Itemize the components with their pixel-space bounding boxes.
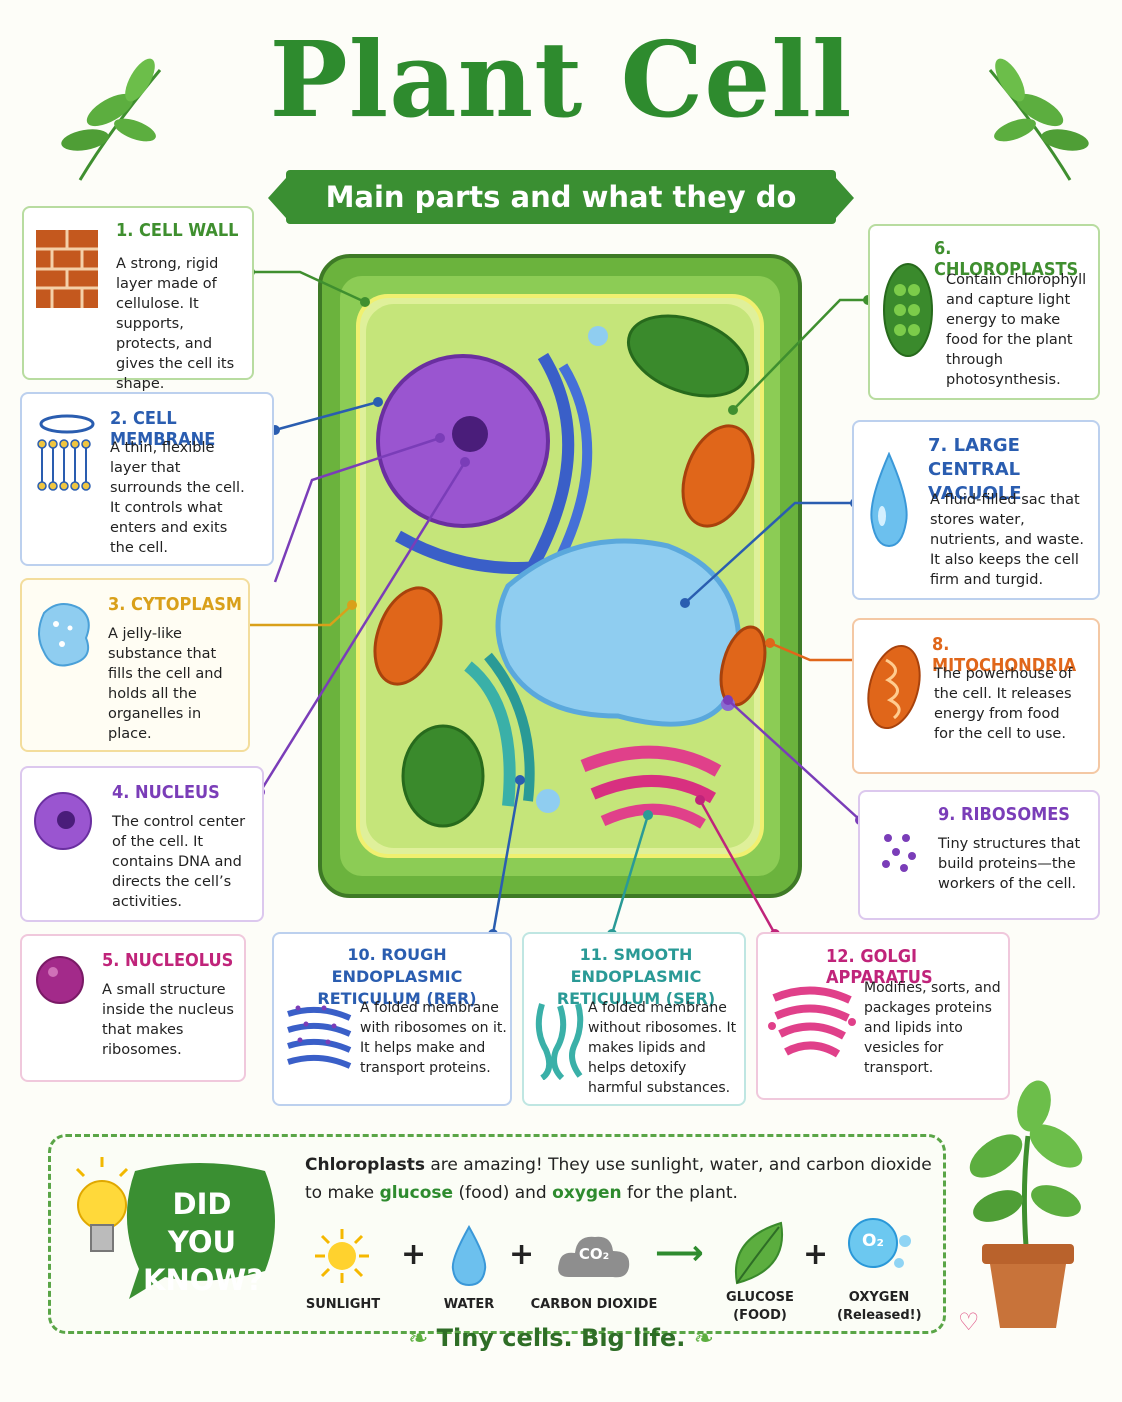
arrow-icon: ⟶ xyxy=(655,1233,704,1273)
label-carbon-dioxide: CARBON DIOXIDE xyxy=(530,1297,658,1312)
speech-bubble xyxy=(126,1163,276,1299)
card-mitochondria: 8. MITOCHONDRIA The powerhouse of the ce… xyxy=(852,618,1100,774)
card-text: Tiny structures that build proteins—the … xyxy=(938,836,1081,892)
card-heading: 1. CELL WALL xyxy=(116,220,239,241)
card-text: A strong, rigid layer made of cellulose.… xyxy=(116,256,235,392)
card-cell-wall: 1. CELL WALL A strong, rigid layer made … xyxy=(22,206,254,392)
card-golgi: 12. GOLGI APPARATUS Modifies, sorts, and… xyxy=(756,932,1010,1100)
card-cytoplasm: 3. CYTOPLASM A jelly-like substance that… xyxy=(20,578,250,752)
fact-text: are amazing! They use sunlight, water, a… xyxy=(424,1155,932,1175)
subtitle-banner: Main parts and what they do xyxy=(268,170,854,224)
co2-label: CO₂ xyxy=(578,1245,610,1263)
card-nucleolus: 5. NUCLEOLUS A small structure inside th… xyxy=(20,934,246,1082)
fact-text: to make xyxy=(305,1183,380,1203)
card-vacuole: 7. LARGE CENTRAL VACUOLE A fluid-filled … xyxy=(852,420,1100,600)
card-rough-er: 10. ROUGH ENDOPLASMIC RETICULUM (RER) A … xyxy=(272,932,512,1106)
label-sunlight: SUNLIGHT xyxy=(305,1297,381,1312)
nucleus-icon xyxy=(34,792,92,850)
fact-line-2: to make glucose (food) and oxygen for th… xyxy=(305,1183,738,1203)
card-text: A jelly-like substance that fills the ce… xyxy=(108,626,223,742)
card-text: A fluid-filled sac that stores water, nu… xyxy=(930,492,1085,588)
card-text: A folded membrane with ribosomes on it. … xyxy=(360,1000,507,1076)
rough-er-icon xyxy=(287,1005,352,1069)
card-text: A small structure inside the nucleus tha… xyxy=(102,982,234,1058)
leaf-sprig-left-icon xyxy=(61,58,162,181)
lightbulb-icon xyxy=(75,1157,129,1252)
leaf-icon: ❧ xyxy=(693,1324,714,1352)
fact-text: (food) and xyxy=(453,1183,553,1203)
water-drop-icon xyxy=(870,452,908,548)
card-heading: 5. NUCLEOLUS xyxy=(102,950,234,971)
ribosome-dots-icon xyxy=(882,834,916,872)
jelly-blob-icon xyxy=(38,603,90,667)
did-you-know-badge: DID YOU KNOW? xyxy=(143,1187,264,1297)
o2-label: O₂ xyxy=(862,1231,884,1251)
card-heading: 6. CHLOROPLASTS xyxy=(934,238,1079,280)
fact-oxygen: oxygen xyxy=(552,1183,622,1203)
card-text: The control center of the cell. It conta… xyxy=(112,814,246,910)
card-text: Contain chlorophyll and capture light en… xyxy=(946,272,1087,388)
card-heading: 2. CELL MEMBRANE xyxy=(110,408,216,450)
water-drop-icon xyxy=(451,1225,487,1287)
page-title: Plant Cell xyxy=(269,18,853,141)
leaf-icon xyxy=(735,1221,783,1285)
fact-text: for the plant. xyxy=(621,1183,738,1203)
card-smooth-er: 11. SMOOTH ENDOPLASMIC RETICULUM (SER) A… xyxy=(522,932,746,1106)
card-nucleus: 4. NUCLEUS The control center of the cel… xyxy=(20,766,264,922)
plus-sign: + xyxy=(803,1237,829,1272)
phospholipid-bilayer-icon xyxy=(37,414,95,491)
heart-icon: ♡ xyxy=(958,1308,980,1336)
fact-glucose: glucose xyxy=(379,1183,454,1203)
cloud-icon xyxy=(558,1236,630,1278)
brick-wall-icon xyxy=(36,230,98,308)
label-glucose: GLUCOSE (FOOD) xyxy=(726,1290,794,1323)
leaf-icon: ❧ xyxy=(408,1324,429,1352)
card-heading: 11. SMOOTH ENDOPLASMIC RETICULUM (SER) xyxy=(556,945,716,1008)
card-heading: 4. NUCLEUS xyxy=(112,782,220,803)
sun-icon xyxy=(315,1229,369,1283)
footer-text: Tiny cells. Big life. xyxy=(436,1324,686,1352)
potted-plant-icon xyxy=(969,1080,1083,1328)
card-heading: 7. LARGE CENTRAL VACUOLE xyxy=(928,435,1022,504)
footer-tagline: ❧ Tiny cells. Big life. ❧ xyxy=(0,1324,1122,1352)
card-text: The powerhouse of the cell. It releases … xyxy=(934,666,1073,742)
plus-sign: + xyxy=(401,1237,427,1272)
card-text: A folded membrane without ribosomes. It … xyxy=(588,1000,737,1096)
card-heading: 10. ROUGH ENDOPLASMIC RETICULUM (RER) xyxy=(317,945,477,1008)
fact-line-1: Chloroplasts are amazing! They use sunli… xyxy=(305,1155,932,1175)
card-text: Modifies, sorts, and packages proteins a… xyxy=(864,980,1001,1076)
label-water: WATER xyxy=(443,1297,495,1312)
nucleolus-icon xyxy=(36,956,84,1004)
card-heading: 8. MITOCHONDRIA xyxy=(932,634,1077,676)
card-ribosomes: 9. RIBOSOMES Tiny structures that build … xyxy=(858,790,1100,920)
plant-cell-diagram xyxy=(318,254,802,898)
card-text: A thin, flexible layer that surrounds th… xyxy=(110,440,245,556)
smooth-er-icon xyxy=(535,1003,584,1080)
chloroplast-icon xyxy=(883,263,933,357)
oxygen-bubble-icon xyxy=(848,1218,911,1268)
fact-chloroplasts: Chloroplasts xyxy=(305,1155,425,1175)
did-you-know-panel: DID YOU KNOW? Chloroplasts are amazing! … xyxy=(48,1134,946,1334)
card-cell-membrane: 2. CELL MEMBRANE A thin, flexible layer … xyxy=(20,392,274,566)
plus-sign: + xyxy=(509,1237,535,1272)
card-heading: 9. RIBOSOMES xyxy=(938,804,1070,825)
mitochondria-icon xyxy=(867,644,921,730)
leaf-sprig-right-icon xyxy=(988,58,1089,181)
card-heading: 3. CYTOPLASM xyxy=(108,594,242,615)
card-chloroplasts: 6. CHLOROPLASTS Contain chlorophyll and … xyxy=(868,224,1100,400)
label-oxygen: OXYGEN (Released!) xyxy=(837,1290,922,1323)
golgi-apparatus-icon xyxy=(768,986,856,1058)
card-heading: 12. GOLGI APPARATUS xyxy=(826,946,933,988)
